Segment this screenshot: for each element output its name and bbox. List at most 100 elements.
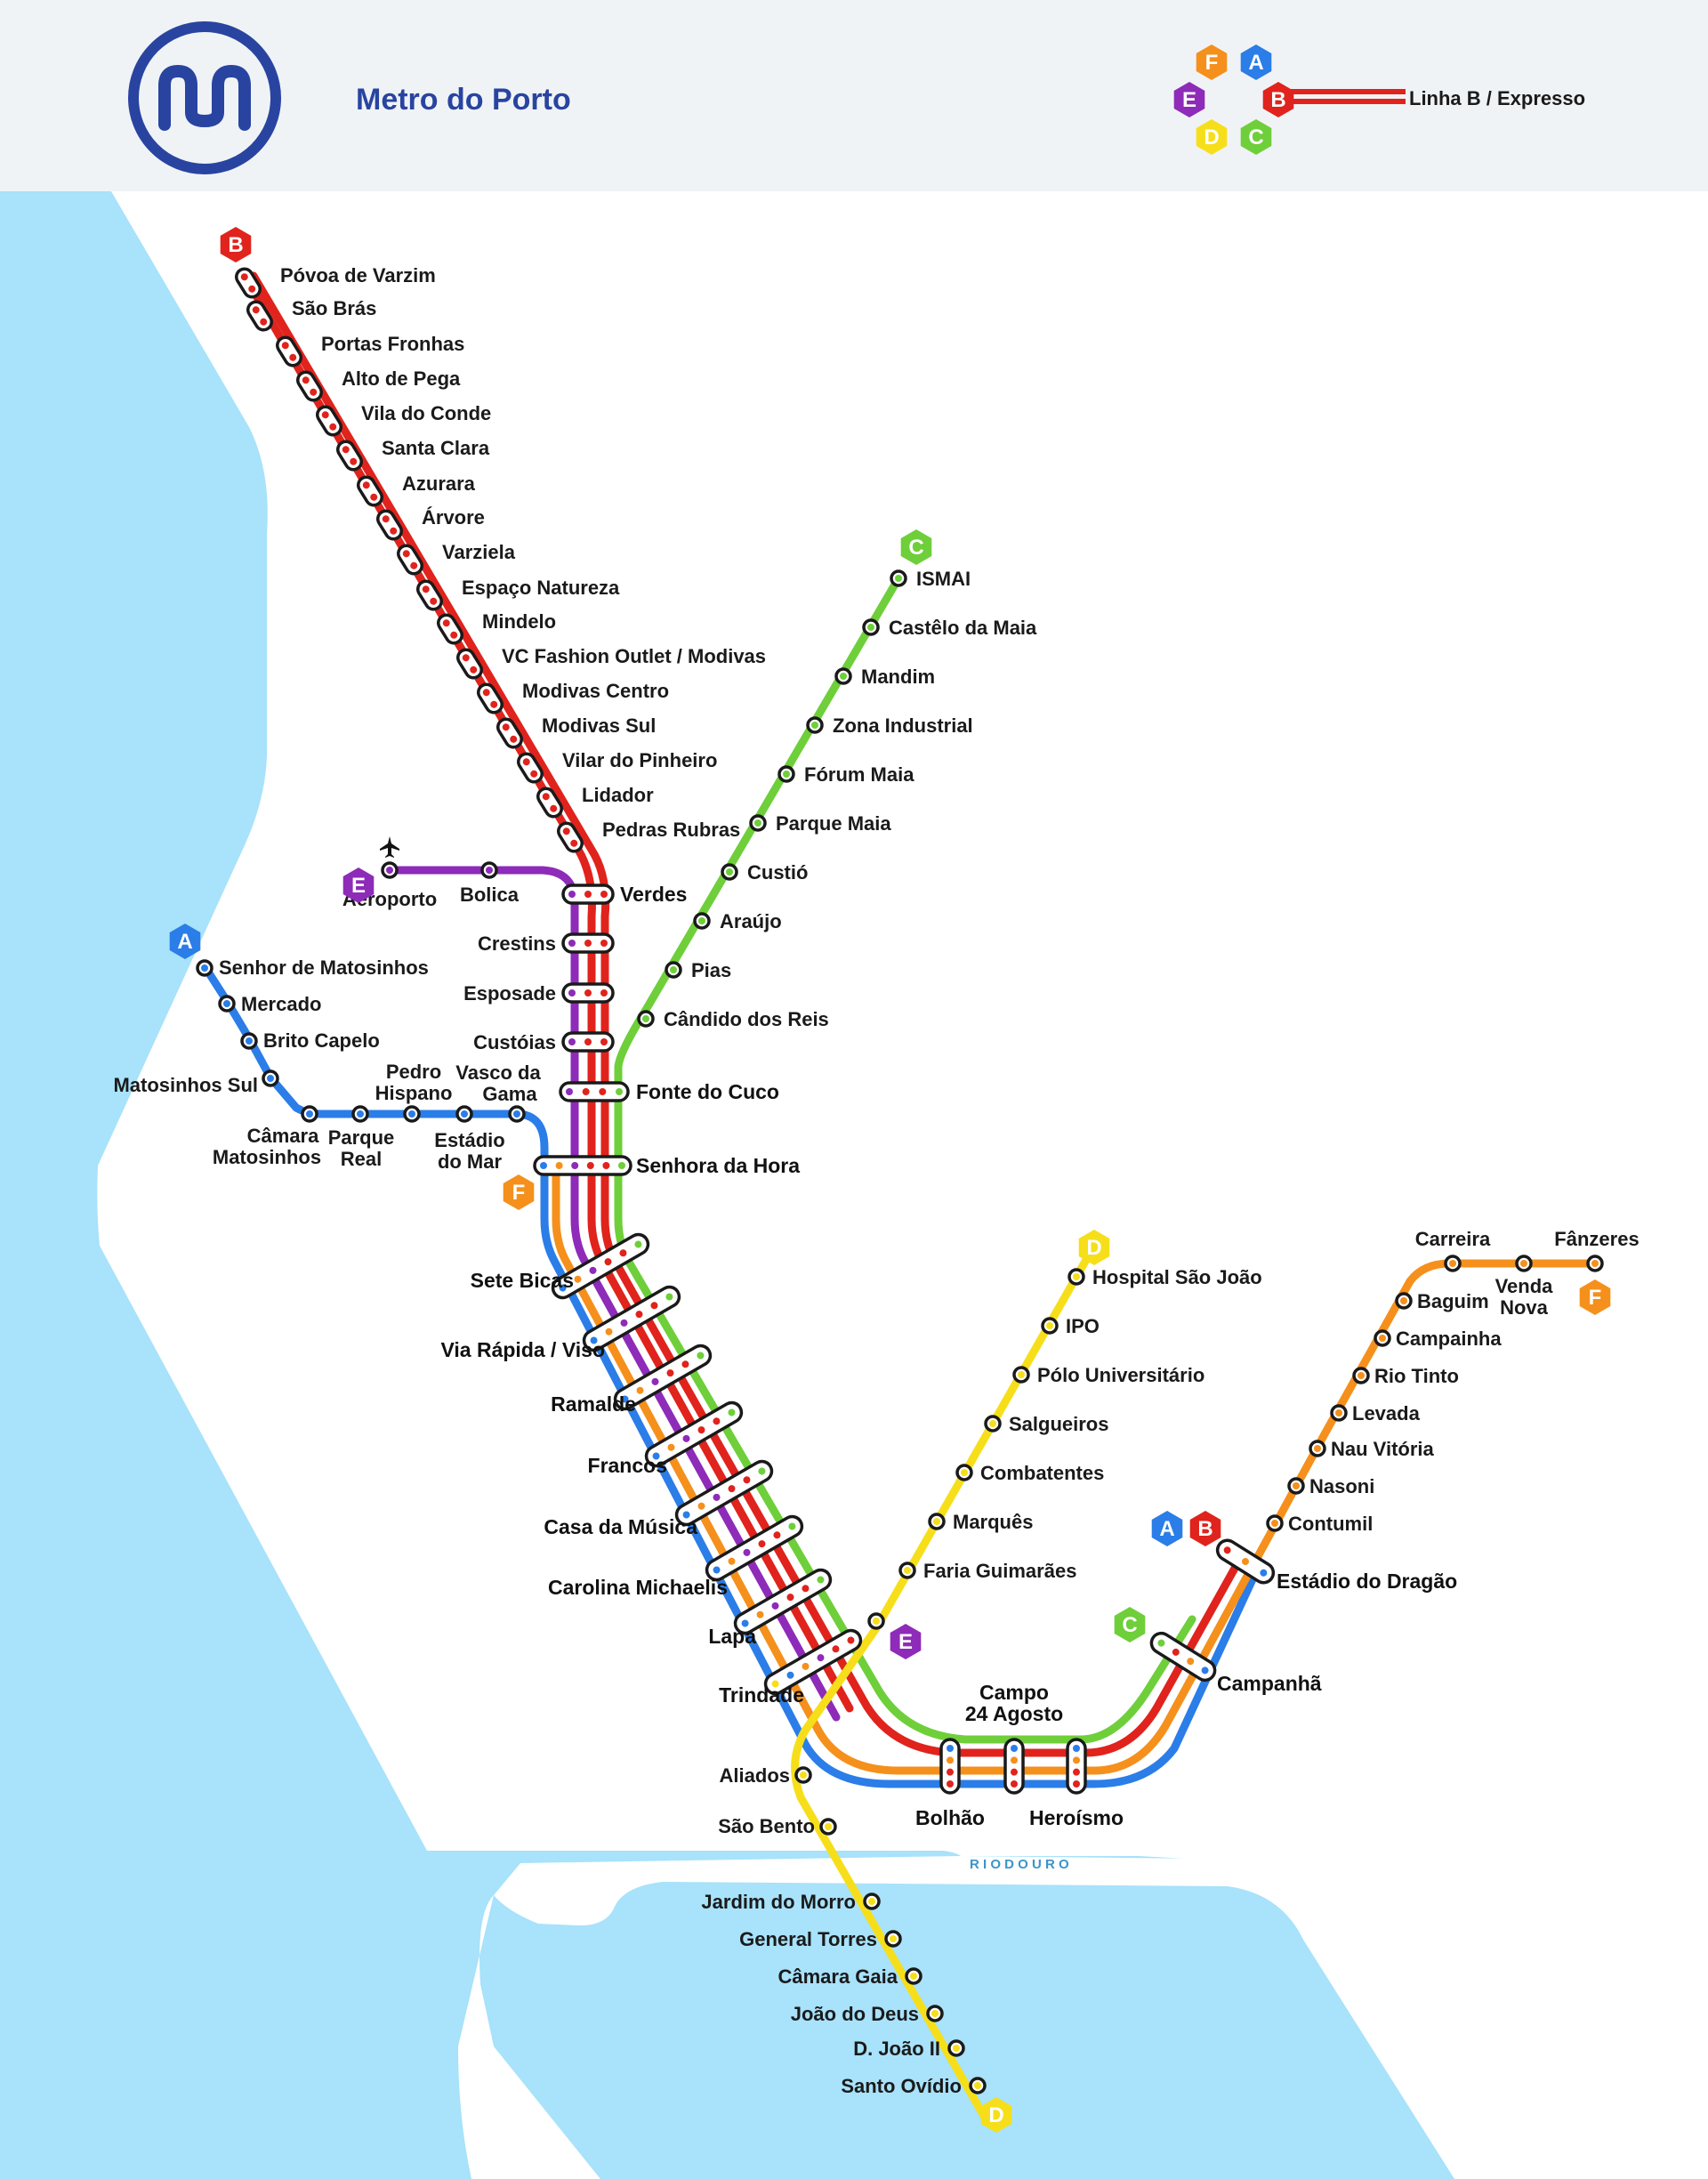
svg-text:D: D xyxy=(988,2103,1003,2127)
station-mercado xyxy=(218,995,236,1013)
svg-text:E: E xyxy=(898,1630,913,1654)
station-combatentes xyxy=(955,1464,973,1481)
interchange-fonte_cuco xyxy=(559,1081,630,1102)
label-polo_univ: Pólo Universitário xyxy=(1037,1364,1204,1386)
label-lidador: Lidador xyxy=(582,784,654,806)
label-santo_ovidio: Santo Ovídio xyxy=(841,2075,962,2097)
page-title: Metro do Porto xyxy=(356,83,571,117)
station-pias xyxy=(665,961,682,979)
label-carreira: Carreira xyxy=(1415,1228,1491,1250)
label-vila_conde: Vila do Conde xyxy=(361,402,491,424)
interchange-alto_pega xyxy=(296,370,323,402)
label-vilar_pinheiro: Vilar do Pinheiro xyxy=(562,749,717,771)
interchange-heroismo xyxy=(1066,1738,1087,1795)
label-via_rapida: Via Rápida / Viso xyxy=(440,1338,605,1361)
label-zona_industrial: Zona Industrial xyxy=(833,714,973,737)
label-matosinhos_sul: Matosinhos Sul xyxy=(113,1074,258,1096)
label-sao_bento: São Bento xyxy=(718,1815,815,1837)
line-f-fanzeres-badge: F xyxy=(1579,1279,1611,1315)
label-hospital_sj: Hospital São João xyxy=(1092,1266,1262,1288)
station-d-junction xyxy=(867,1612,885,1630)
label-santa_clara: Santa Clara xyxy=(382,437,490,459)
label-arvore: Árvore xyxy=(422,506,485,529)
station-joao_deus xyxy=(926,2005,944,2022)
interchange-modivas_sul xyxy=(496,717,523,749)
label-vc_fashion: VC Fashion Outlet / Modivas xyxy=(502,645,766,667)
line-legend-c-badge: C xyxy=(1240,119,1272,155)
label-d_joao: D. João II xyxy=(853,2038,940,2060)
station-bolica xyxy=(480,861,498,879)
label-fanzeres: Fânzeres xyxy=(1554,1228,1639,1250)
label-camara_matosinhos_1: Câmara xyxy=(247,1125,319,1147)
label-modivas_centro: Modivas Centro xyxy=(522,680,669,702)
label-esposade: Esposade xyxy=(463,982,556,1005)
interchange-vila_conde xyxy=(316,405,342,437)
interchange-via_rapida xyxy=(582,1285,681,1352)
label-bolhao: Bolhão xyxy=(915,1806,985,1829)
label-joao_deus: João do Deus xyxy=(791,2003,919,2025)
label-varziela: Varziela xyxy=(442,541,516,563)
interchange-espaco_natureza xyxy=(416,579,443,611)
station-d_joao xyxy=(947,2039,965,2057)
interchange-sete_bicas xyxy=(551,1232,650,1300)
interchange-lapa xyxy=(733,1568,833,1635)
label-levada: Levada xyxy=(1352,1402,1421,1424)
label-fonte_cuco: Fonte do Cuco xyxy=(636,1080,779,1103)
label-sete_bicas: Sete Bicas xyxy=(471,1269,574,1292)
interchange-esposade xyxy=(561,982,615,1004)
label-ramalde: Ramalde xyxy=(551,1392,636,1416)
label-custoias: Custóias xyxy=(473,1031,556,1053)
station-baguim xyxy=(1395,1292,1413,1310)
airplane-icon xyxy=(380,836,399,858)
label-carolina: Carolina Michaelis xyxy=(548,1576,728,1599)
station-santo_ovidio xyxy=(969,2077,987,2094)
label-campanha: Campanhã xyxy=(1217,1672,1322,1695)
station-jardim_morro xyxy=(863,1893,881,1910)
station-contumil xyxy=(1266,1514,1284,1532)
station-matosinhos_sul xyxy=(262,1069,279,1087)
station-marques xyxy=(928,1513,946,1530)
label-venda_nova_2: Nova xyxy=(1500,1296,1549,1319)
svg-text:E: E xyxy=(351,874,366,898)
interchange-senhora_hora xyxy=(533,1155,632,1176)
station-levada xyxy=(1330,1404,1348,1422)
label-espaco_natureza: Espaço Natureza xyxy=(462,577,620,599)
line-d xyxy=(791,1241,1099,2127)
station-venda_nova xyxy=(1515,1255,1533,1272)
label-nasoni: Nasoni xyxy=(1309,1475,1374,1497)
station-vasco_gama xyxy=(508,1105,526,1123)
label-verdes: Verdes xyxy=(620,883,687,906)
line-e-airport-badge: E xyxy=(342,868,375,903)
svg-text:B: B xyxy=(1270,88,1285,112)
station-nasoni xyxy=(1287,1477,1305,1495)
svg-text:D: D xyxy=(1204,125,1219,149)
station-aliados xyxy=(794,1766,812,1784)
interchange-campanha xyxy=(1149,1631,1217,1683)
line-legend-e-badge: E xyxy=(1173,82,1205,117)
station-pedro_hispano xyxy=(403,1105,421,1123)
station-estadio_mar xyxy=(455,1105,473,1123)
label-faria_guimaraes: Faria Guimarães xyxy=(923,1560,1076,1582)
station-fanzeres xyxy=(1586,1255,1604,1272)
stations xyxy=(196,267,1604,2094)
line-d-north-badge: D xyxy=(1078,1230,1110,1265)
svg-text:B: B xyxy=(1197,1517,1213,1541)
interchange-bolhao xyxy=(939,1738,961,1795)
interchange-verdes xyxy=(561,884,615,905)
label-vasco_gama_1: Vasco da xyxy=(455,1061,541,1084)
interchange-povoa xyxy=(235,267,262,299)
label-estadio_mar_2: do Mar xyxy=(438,1150,503,1173)
interchange-custoias xyxy=(561,1031,615,1053)
interchange-vilar_pinheiro xyxy=(517,752,544,784)
line-b-dragao-badge: B xyxy=(1189,1511,1221,1546)
station-nau_vitoria xyxy=(1309,1440,1326,1457)
interchange-vc_fashion xyxy=(456,648,483,680)
header-band xyxy=(0,0,1708,191)
interchange-casa_musica xyxy=(674,1459,774,1527)
label-casa_musica: Casa da Música xyxy=(544,1515,697,1538)
label-lapa: Lapa xyxy=(708,1625,756,1648)
label-portas_fronhas: Portas Fronhas xyxy=(321,333,464,355)
interchange-azurara xyxy=(357,475,383,507)
